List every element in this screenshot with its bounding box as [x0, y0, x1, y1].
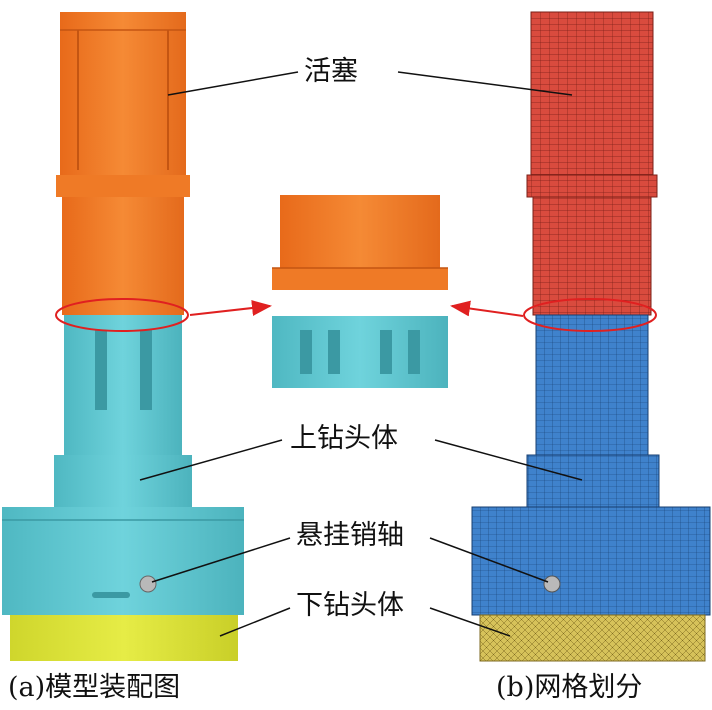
- model-assembly: [2, 12, 244, 661]
- interface-highlight-left: [55, 298, 189, 332]
- upper-bit-body-model: [2, 315, 244, 615]
- detail-parts: [272, 195, 448, 388]
- arrow-right-to-detail: [450, 300, 524, 317]
- caption-assembly: (a)模型装配图: [8, 672, 181, 703]
- upper-body-top-detail: [272, 316, 448, 388]
- caption-mesh: (b)网格划分: [496, 672, 643, 703]
- mesh-model: [471, 11, 711, 662]
- arrow-left-to-detail: [189, 300, 272, 316]
- label-piston: 活塞: [302, 56, 360, 87]
- interface-highlight-right: [523, 298, 657, 332]
- lower-bit-body-mesh: [479, 614, 706, 662]
- upper-bit-body-mesh: [471, 314, 711, 616]
- piston-mesh: [526, 11, 658, 316]
- piston-bottom-detail: [272, 195, 448, 290]
- piston-model: [56, 12, 190, 315]
- label-hanging-pin: 悬挂销轴: [294, 520, 406, 551]
- leader-lines: [139, 71, 583, 637]
- label-upper-bit-body: 上钻头体: [288, 423, 400, 454]
- label-lower-bit-body: 下钻头体: [294, 590, 406, 621]
- lower-bit-body-model: [10, 615, 238, 661]
